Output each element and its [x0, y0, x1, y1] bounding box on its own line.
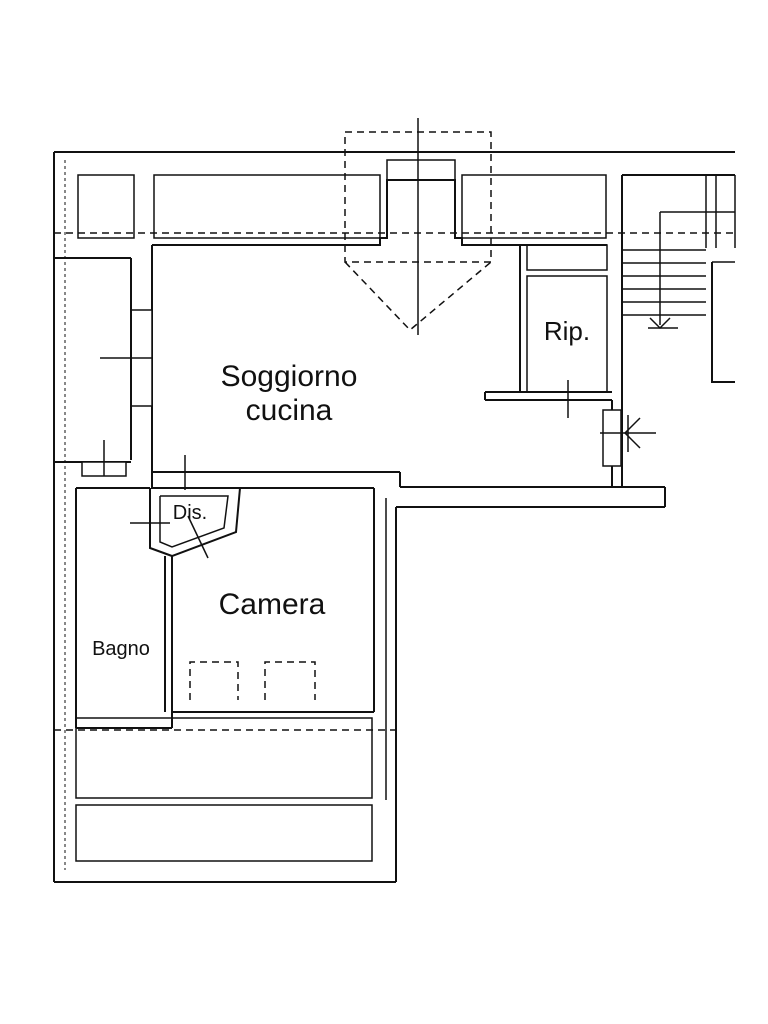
living-window — [54, 257, 153, 460]
room-label-dis: Dis. — [173, 502, 207, 524]
hood-outline — [344, 118, 492, 335]
room-label-cucina: cucina — [246, 394, 333, 427]
room-label-camera: Camera — [219, 588, 326, 621]
room-label-rip: Rip. — [544, 316, 590, 346]
bottom-balconies — [54, 717, 397, 882]
entrance-door — [600, 409, 656, 467]
room-label-bagno: Bagno — [92, 638, 150, 660]
hallway-walls — [130, 455, 242, 559]
bedroom-walls — [171, 487, 387, 800]
outer-walls — [53, 151, 735, 883]
bedroom-bedside-units — [189, 661, 316, 700]
room-label-soggiorno: Soggiorno — [221, 360, 358, 393]
top-storage-boxes — [77, 159, 607, 239]
bathroom-walls — [54, 440, 173, 729]
storage-room — [526, 244, 608, 418]
staircase — [621, 174, 736, 487]
